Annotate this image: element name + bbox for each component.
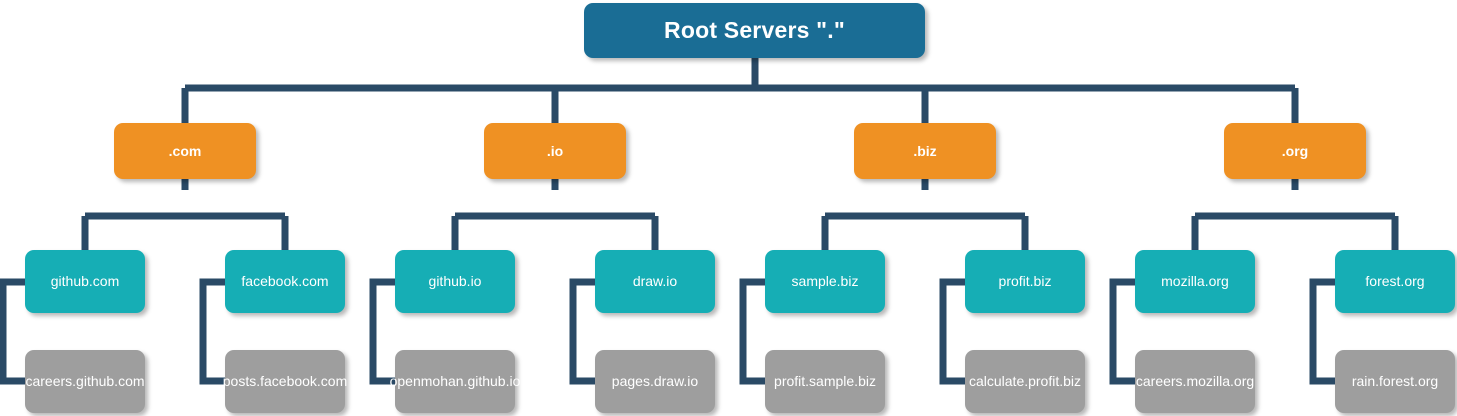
node-sld-facebook-com[interactable]: facebook.com xyxy=(225,250,345,313)
connector-drawio-to-pages xyxy=(569,278,595,385)
node-sub-profit-sample-biz[interactable]: profit.sample.biz xyxy=(765,350,885,413)
connector-mozilla-to-careers xyxy=(1109,278,1135,385)
node-sub-careers-mozilla-org[interactable]: careers.mozilla.org xyxy=(1135,350,1255,413)
node-sub-openmohan-github-io[interactable]: openmohan.github.io xyxy=(390,350,520,413)
node-sld-draw-io[interactable]: draw.io xyxy=(595,250,715,313)
node-sld-github-io[interactable]: github.io xyxy=(395,250,515,313)
connector-forest-to-rain xyxy=(1309,278,1335,385)
node-tld-org[interactable]: .org xyxy=(1224,123,1366,179)
node-tld-biz[interactable]: .biz xyxy=(854,123,996,179)
node-sub-careers-github-com[interactable]: careers.github.com xyxy=(25,350,145,413)
connector-profit-to-calculate xyxy=(939,278,965,385)
node-sld-forest-org[interactable]: forest.org xyxy=(1335,250,1455,313)
node-sub-calculate-profit-biz[interactable]: calculate.profit.biz xyxy=(965,350,1085,413)
node-sld-profit-biz[interactable]: profit.biz xyxy=(965,250,1085,313)
connector-facebook-to-posts xyxy=(199,278,225,385)
node-sld-github-com[interactable]: github.com xyxy=(25,250,145,313)
node-sub-posts-facebook-com[interactable]: posts.facebook.com xyxy=(223,350,347,413)
node-sub-pages-draw-io[interactable]: pages.draw.io xyxy=(595,350,715,413)
node-tld-io[interactable]: .io xyxy=(484,123,626,179)
node-sub-rain-forest-org[interactable]: rain.forest.org xyxy=(1335,350,1455,413)
node-tld-com[interactable]: .com xyxy=(114,123,256,179)
connector-github-to-careers xyxy=(0,278,25,385)
node-root[interactable]: Root Servers "." xyxy=(584,3,925,58)
node-sld-sample-biz[interactable]: sample.biz xyxy=(765,250,885,313)
connector-sample-to-profit xyxy=(739,278,765,385)
node-sld-mozilla-org[interactable]: mozilla.org xyxy=(1135,250,1255,313)
connector-githubio-to-openmohan xyxy=(369,278,395,385)
